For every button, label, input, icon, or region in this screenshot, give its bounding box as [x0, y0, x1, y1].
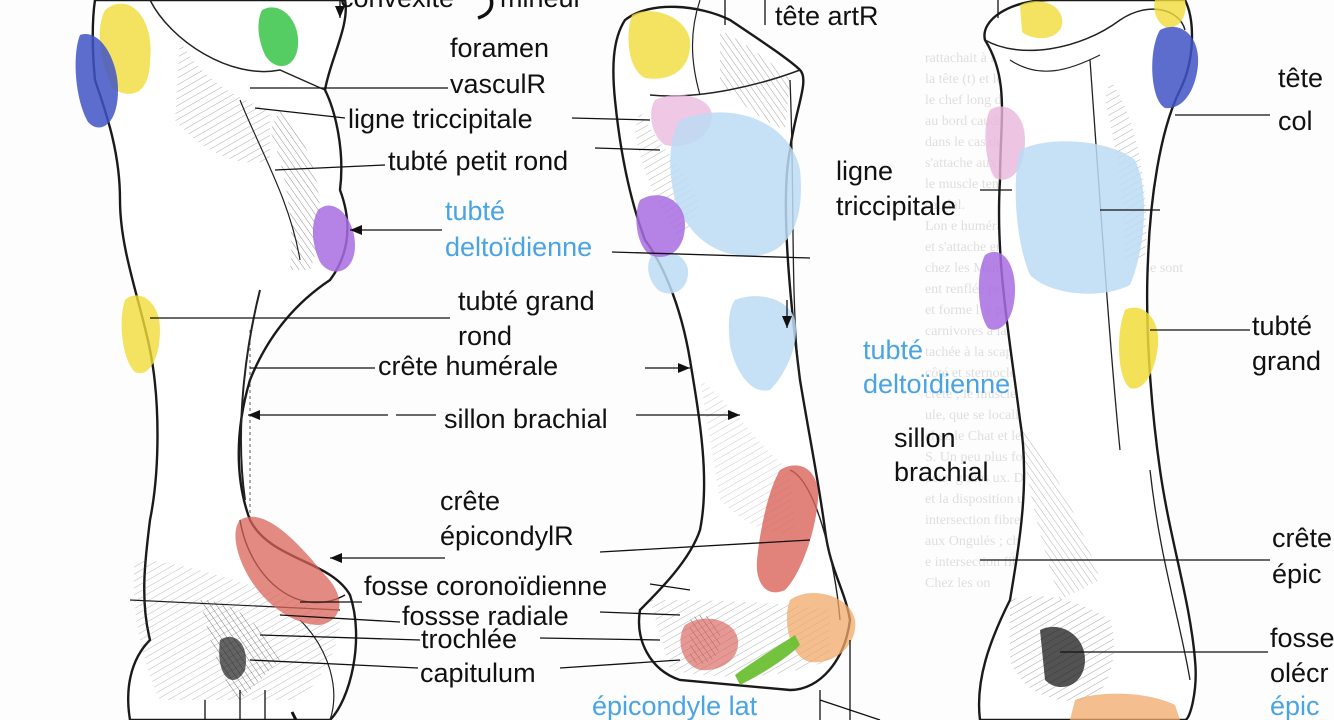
label-capitulum: capitulum [420, 657, 536, 690]
label-epicondyle-lat: épicondyle lat [592, 690, 757, 720]
label-fosse-coronoidienne: fosse coronoïdienne [364, 570, 607, 603]
label-foramen: foramen [450, 32, 549, 65]
right-head-blue [1152, 27, 1198, 108]
label-col-edge: col [1278, 105, 1313, 138]
label-deltoidienne-right: deltoïdienne [863, 368, 1010, 401]
label-grand-edge: grand [1252, 345, 1321, 378]
right-teres-yellow [1119, 308, 1158, 389]
label-triccipitale-right: triccipitale [836, 190, 956, 223]
label-convexite: convexité [340, 0, 454, 15]
label-tete-edge: tête [1278, 62, 1323, 95]
label-tubte-petit-rond: tubté petit rond [388, 145, 568, 178]
label-sillon-brachial: sillon brachial [444, 403, 608, 436]
label-ligne-right: ligne [836, 155, 893, 188]
label-tubte-right: tubté [863, 334, 923, 367]
right-humerus [979, 0, 1196, 720]
label-tubte-edge: tubté [1252, 310, 1312, 343]
label-ligne-triccipitale: ligne triccipitale [348, 103, 533, 136]
label-tubte-deltoidienne-2: deltoïdienne [445, 231, 592, 264]
label-epic2-edge: épic [1270, 690, 1320, 720]
label-crete-humerale: crête humérale [378, 350, 558, 383]
label-epicondyl: épicondylR [440, 520, 574, 553]
label-olecr-edge: olécr [1270, 657, 1329, 690]
right-lightblue-region [1016, 141, 1144, 293]
label-mineur: mineur [500, 0, 583, 15]
label-crete-edge: crête [1272, 522, 1332, 555]
label-tubte-deltoidienne-1: tubté [445, 195, 505, 228]
label-trochlee: trochlée [421, 623, 517, 656]
label-crete-1: crête [440, 485, 500, 518]
label-sillon-right: sillon [894, 422, 956, 455]
label-tete-art: tête artR [775, 0, 879, 33]
label-tubte-grand-rond-1: tubté grand [458, 285, 595, 318]
label-brachial-right: brachial [894, 456, 989, 489]
label-epic-edge: épic [1272, 558, 1322, 591]
label-tubte-grand-rond-2: rond [458, 320, 512, 353]
label-fosse-edge: fosse [1270, 622, 1334, 655]
label-vascul: vasculR [450, 68, 546, 101]
curly-brace-mark [478, 0, 492, 18]
